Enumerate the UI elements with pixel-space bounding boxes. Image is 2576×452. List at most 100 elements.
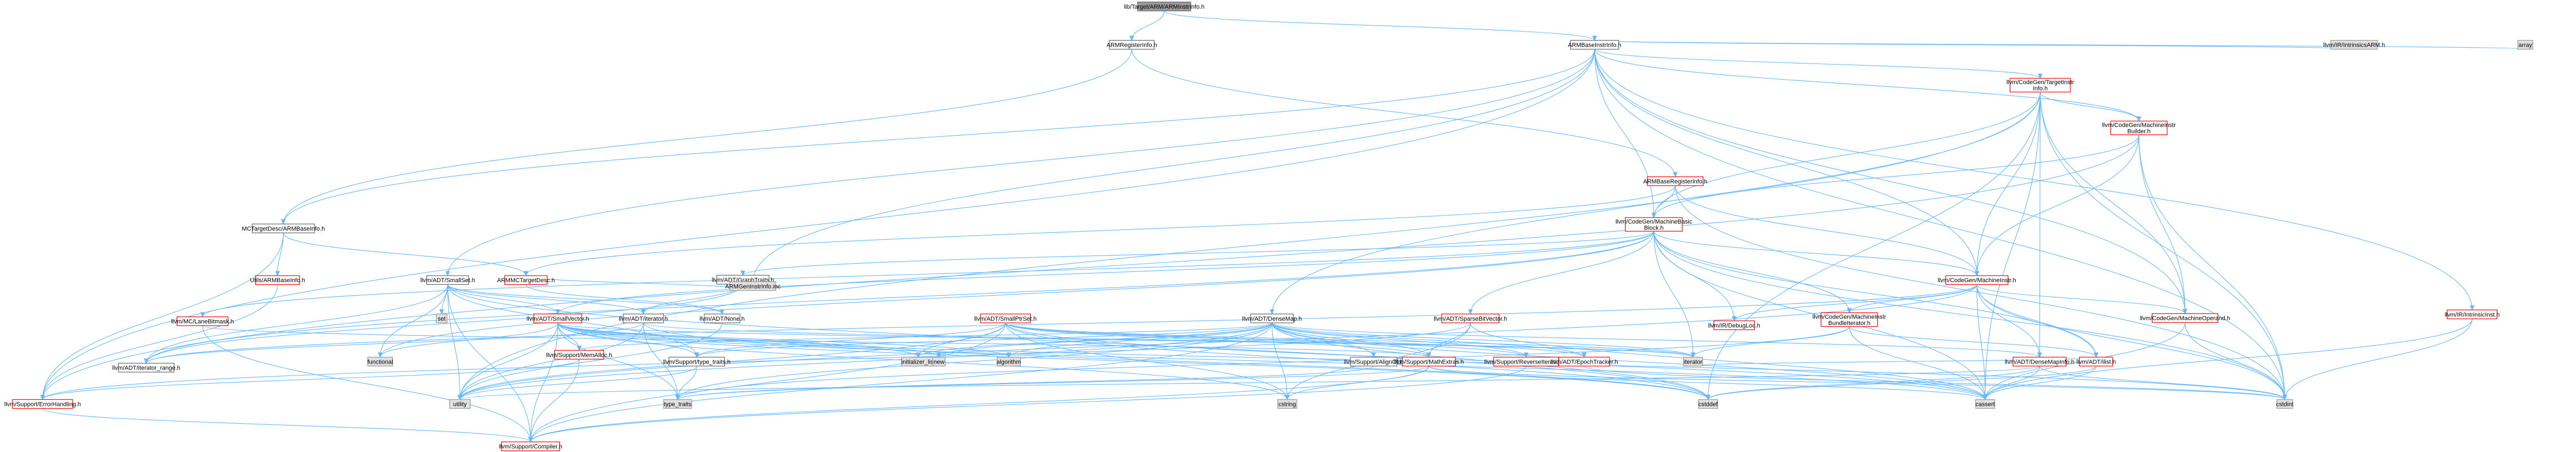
node-box — [533, 314, 582, 323]
dependency-edge — [1164, 10, 1595, 41]
node-label: llvm/Support/MathExtras.h — [1394, 359, 1464, 365]
node-label: llvm/CodeGen/MachineBasic — [1615, 219, 1693, 225]
edge-arrowhead — [200, 312, 205, 318]
node-label: llvm/Support/ErrorHandling.h — [4, 401, 81, 408]
dependency-edge — [1594, 40, 2354, 50]
edge-arrowhead — [1982, 394, 1988, 400]
node-smallptrset[interactable]: llvm/ADT/SmallPtrSet.h — [974, 314, 1037, 323]
node-armreg[interactable]: ARMRegisterInfo.h — [1107, 40, 1157, 50]
node-label: llvm/MC/LaneBitmask.h — [171, 319, 234, 325]
dependency-edge — [1675, 186, 1978, 276]
node-machineinstr[interactable]: llvm/CodeGen/MachineInstr.h — [1937, 275, 2016, 285]
node-box — [2330, 40, 2378, 50]
dependency-edge — [2138, 135, 2186, 314]
dependency-edge — [1675, 186, 2285, 400]
edge-arrowhead — [281, 219, 286, 225]
dependency-edge — [1977, 135, 2139, 276]
edge-arrowhead — [2182, 309, 2188, 315]
node-armbasereg[interactable]: ARMBaseRegisterInfo.h — [1643, 176, 1707, 186]
node-machineoperand[interactable]: llvm/CodeGen/MachineOperand.h — [2140, 313, 2230, 323]
node-errorhandling[interactable]: llvm/Support/ErrorHandling.h — [4, 399, 81, 409]
node-iterator: iterator — [1683, 356, 1703, 367]
node-memalloc[interactable]: llvm/Support/MemAlloc.h — [546, 349, 613, 360]
dependency-edge — [1985, 366, 2097, 400]
dependency-edge — [277, 233, 284, 276]
node-mathextras[interactable]: llvm/Support/MathExtras.h — [1394, 356, 1464, 367]
dependency-edge — [1977, 92, 2041, 276]
node-box — [1350, 356, 1398, 367]
dependency-edge — [1693, 356, 2097, 367]
node-box — [2079, 356, 2113, 367]
dependency-edge — [447, 284, 723, 315]
dependency-edge — [1005, 322, 1288, 400]
node-adtiterator[interactable]: llvm/ADT/iterator.h — [619, 314, 668, 323]
dependency-edge — [677, 322, 1273, 400]
node-algorithm: algorithm — [996, 356, 1021, 367]
node-smallset[interactable]: llvm/ADT/SmallSet.h — [420, 275, 475, 285]
node-box — [2010, 78, 2071, 93]
node-box — [12, 399, 73, 409]
dependency-edge — [459, 322, 1006, 400]
node-label: llvm/Support/ReverseIteration.h — [1484, 359, 1568, 365]
dependency-edge — [1271, 322, 2040, 358]
node-new: new — [932, 356, 946, 367]
node-epoch[interactable]: llvm/ADT/EpochTracker.h — [1550, 356, 1618, 367]
dependency-edge — [696, 322, 1273, 358]
dependency-edge — [146, 284, 1978, 364]
node-label: cstddef — [1699, 401, 1718, 408]
node-lanebitmask[interactable]: llvm/MC/LaneBitmask.h — [171, 316, 234, 326]
edge-arrowhead — [40, 394, 45, 400]
node-mibundle[interactable]: llvm/CodeGen/MachineInstrBundleIterator.… — [1813, 312, 1886, 327]
node-compiler[interactable]: llvm/Support/Compiler.h — [499, 441, 563, 451]
edge-arrowhead — [2038, 73, 2043, 79]
dependency-edge — [146, 231, 1655, 364]
node-intrinsicinst[interactable]: llvm/IR/IntrinsicInst.h — [2445, 309, 2499, 320]
dependency-edge — [643, 322, 1709, 400]
edge-arrowhead — [457, 394, 463, 400]
dependency-edge — [447, 49, 1595, 276]
node-ilist[interactable]: llvm/ADT/ilist.h — [2076, 356, 2116, 367]
node-iterrange[interactable]: llvm/ADT/iterator_range.h — [112, 362, 180, 373]
node-label: utility — [453, 401, 468, 408]
node-label: lib/Target/ARM/ARMInstrInfo.h — [1124, 4, 1205, 10]
node-root[interactable]: lib/Target/ARM/ARMInstrInfo.h — [1124, 2, 1205, 11]
node-sparsebit[interactable]: llvm/ADT/SparseBitVector.h — [1434, 314, 1507, 323]
node-debugloc[interactable]: llvm/IR/DebugLoc.h — [1708, 320, 1760, 330]
node-utilsbase[interactable]: Utils/ARMBaseInfo.h — [250, 275, 305, 285]
node-typetraitsh[interactable]: llvm/Support/type_traits.h — [663, 356, 730, 367]
dependency-edge — [1653, 186, 1676, 218]
dependency-edge — [1271, 322, 1526, 358]
node-box — [2447, 309, 2498, 320]
node-label: llvm/ADT/ilist.h — [2076, 359, 2116, 365]
node-armmctarget[interactable]: ARMMCTargetDesc.h — [497, 275, 555, 285]
dependency-edge — [677, 366, 1429, 400]
node-label: llvm/IR/DebugLoc.h — [1708, 322, 1760, 329]
node-label: ARMRegisterInfo.h — [1107, 42, 1157, 49]
node-box — [118, 362, 175, 373]
node-alignof[interactable]: llvm/Support/AlignOf.h — [1344, 356, 1403, 367]
dependency-edge — [42, 284, 278, 400]
dependency-edge — [459, 322, 558, 400]
node-label: Utils/ARMBaseInfo.h — [250, 277, 305, 284]
node-box — [449, 399, 471, 409]
dependency-edge — [42, 408, 531, 442]
dependency-edge — [1428, 366, 1986, 400]
node-adtnone[interactable]: llvm/ADT/None.h — [699, 314, 744, 323]
dependency-edge — [1271, 322, 1288, 400]
node-mcbaseinfo[interactable]: MCTargetDesc/ARMBaseInfo.h — [242, 224, 325, 233]
node-reverseiter[interactable]: llvm/Support/ReverseIteration.h — [1484, 356, 1568, 367]
node-box — [554, 349, 604, 360]
node-densemapinfo[interactable]: llvm/ADT/DenseMapInfo.h — [2005, 356, 2074, 367]
node-densemap[interactable]: llvm/ADT/DenseMap.h — [1242, 314, 1302, 323]
node-box — [1109, 40, 1155, 50]
edge-arrowhead — [1524, 352, 1529, 358]
node-box — [1401, 356, 1456, 367]
node-smallvector[interactable]: llvm/ADT/SmallVector.h — [527, 314, 589, 323]
node-armbaseinstr[interactable]: ARMBaseInstrInfo.h — [1568, 40, 1621, 50]
dependency-edge — [530, 322, 1273, 442]
node-label: ARMGenInstrInfo.inc — [725, 283, 781, 290]
dependency-edge — [380, 284, 449, 358]
